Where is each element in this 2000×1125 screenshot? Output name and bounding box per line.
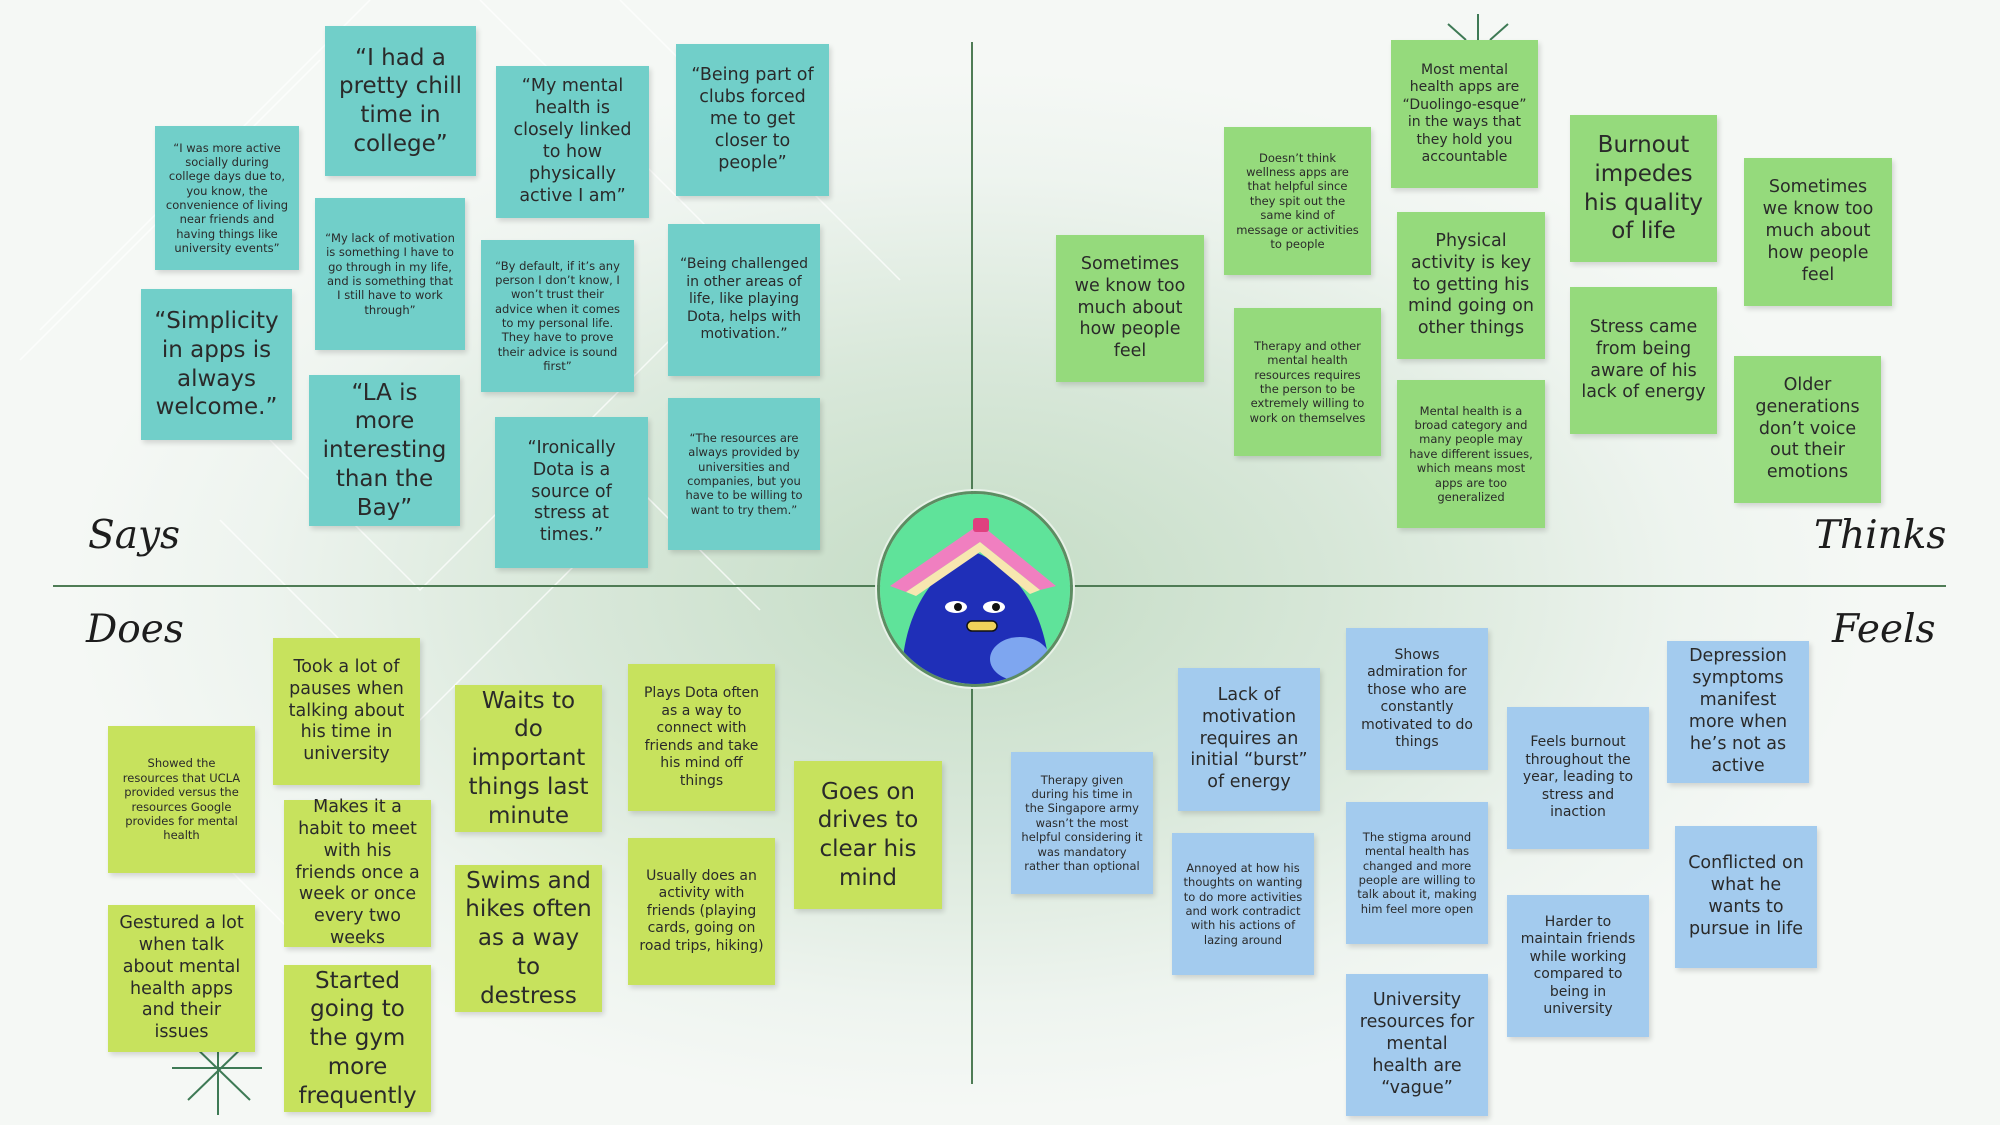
sticky-note[interactable]: University resources for mental health a… bbox=[1346, 974, 1488, 1116]
sticky-note[interactable]: Harder to maintain friends while working… bbox=[1507, 895, 1649, 1037]
sticky-note[interactable]: Lack of motivation requires an initial “… bbox=[1178, 668, 1320, 811]
sticky-note[interactable]: Burnout impedes his quality of life bbox=[1570, 115, 1717, 262]
sticky-note[interactable]: Goes on drives to clear his mind bbox=[794, 761, 942, 909]
sticky-note[interactable]: “The resources are always provided by un… bbox=[668, 398, 820, 550]
sticky-note[interactable]: Took a lot of pauses when talking about … bbox=[273, 638, 420, 785]
sticky-note[interactable]: Swims and hikes often as a way to destre… bbox=[455, 865, 602, 1012]
sticky-note[interactable]: Annoyed at how his thoughts on wanting t… bbox=[1172, 833, 1314, 975]
sticky-note[interactable]: Plays Dota often as a way to connect wit… bbox=[628, 664, 775, 811]
sticky-note[interactable]: Shows admiration for those who are const… bbox=[1346, 628, 1488, 770]
sticky-note[interactable]: “My lack of motivation is something I ha… bbox=[315, 198, 465, 350]
sticky-note[interactable]: “Simplicity in apps is always welcome.” bbox=[141, 289, 292, 440]
thinks-label: Thinks bbox=[1814, 513, 1947, 558]
sticky-note[interactable]: “By default, if it’s any person I don’t … bbox=[481, 240, 634, 392]
sticky-note[interactable]: “I had a pretty chill time in college” bbox=[325, 26, 476, 176]
sticky-note[interactable]: Conflicted on what he wants to pursue in… bbox=[1675, 826, 1817, 968]
sticky-note[interactable]: Mental health is a broad category and ma… bbox=[1397, 380, 1545, 528]
sticky-note[interactable]: Older generations don’t voice out their … bbox=[1734, 356, 1881, 503]
bird-with-book-icon bbox=[880, 494, 1070, 684]
sticky-note[interactable]: Therapy given during his time in the Sin… bbox=[1011, 752, 1153, 894]
sticky-note[interactable]: “Ironically Dota is a source of stress a… bbox=[495, 417, 648, 568]
sticky-note[interactable]: Physical activity is key to getting his … bbox=[1397, 212, 1545, 359]
persona-avatar bbox=[877, 491, 1073, 687]
feels-label: Feels bbox=[1832, 607, 1936, 652]
sticky-note[interactable]: Depression symptoms manifest more when h… bbox=[1667, 641, 1809, 783]
sticky-note[interactable]: “LA is more interesting than the Bay” bbox=[309, 375, 460, 526]
sticky-note[interactable]: Most mental health apps are “Duolingo-es… bbox=[1391, 40, 1538, 188]
sticky-note[interactable]: “Being part of clubs forced me to get cl… bbox=[676, 44, 829, 196]
says-label: Says bbox=[88, 513, 181, 558]
sticky-note[interactable]: “Being challenged in other areas of life… bbox=[668, 224, 820, 376]
does-label: Does bbox=[86, 607, 184, 652]
sticky-note[interactable]: Waits to do important things last minute bbox=[455, 685, 602, 832]
sticky-note[interactable]: “I was more active socially during colle… bbox=[155, 126, 299, 270]
sticky-note[interactable]: Usually does an activity with friends (p… bbox=[628, 838, 775, 985]
sticky-note[interactable]: Gestured a lot when talk about mental he… bbox=[108, 905, 255, 1052]
sticky-note[interactable]: Sometimes we know too much about how peo… bbox=[1056, 235, 1204, 382]
sticky-note[interactable]: Showed the resources that UCLA provided … bbox=[108, 726, 255, 873]
sticky-note[interactable]: “My mental health is closely linked to h… bbox=[496, 66, 649, 218]
sticky-note[interactable]: Therapy and other mental health resource… bbox=[1234, 308, 1381, 456]
sticky-note[interactable]: Sometimes we know too much about how peo… bbox=[1744, 158, 1892, 306]
sticky-note[interactable]: Stress came from being aware of his lack… bbox=[1570, 287, 1717, 434]
sticky-note[interactable]: Makes it a habit to meet with his friend… bbox=[284, 797, 431, 948]
sticky-note[interactable]: Started going to the gym more frequently bbox=[284, 965, 431, 1112]
sticky-note[interactable]: Feels burnout throughout the year, leadi… bbox=[1507, 707, 1649, 849]
sticky-note[interactable]: Doesn’t think wellness apps are that hel… bbox=[1224, 127, 1371, 275]
sticky-note[interactable]: The stigma around mental health has chan… bbox=[1346, 802, 1488, 944]
